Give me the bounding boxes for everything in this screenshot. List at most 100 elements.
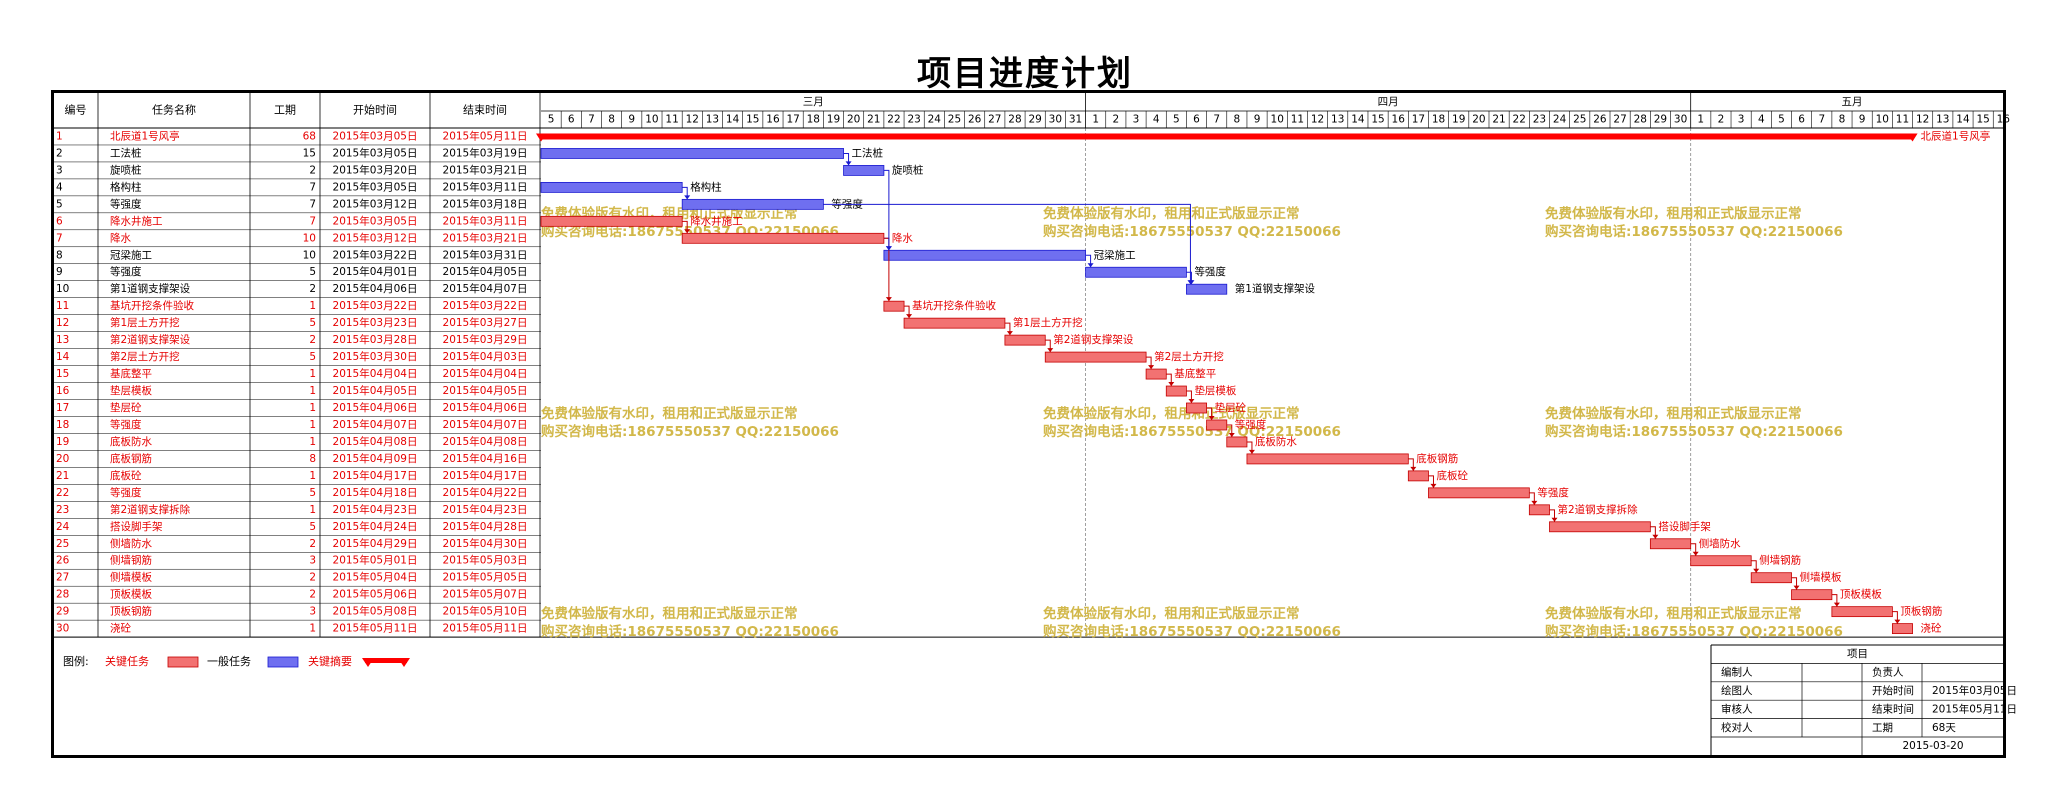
day-tick-label: 7 xyxy=(1213,114,1220,126)
task-start-cell: 2015年03月05日 xyxy=(333,146,418,159)
day-tick-label: 10 xyxy=(645,114,658,126)
bar-label: 侧墙钢筋 xyxy=(1759,554,1801,567)
task-name-cell: 侧墙防水 xyxy=(110,537,152,550)
dependency-arrow xyxy=(1148,365,1155,370)
task-duration-cell: 1 xyxy=(309,419,316,431)
dependency-arrow xyxy=(845,161,852,166)
normal-task-bar xyxy=(540,181,683,193)
critical-task-bar xyxy=(1226,436,1248,448)
bar-label: 工法桩 xyxy=(852,146,884,159)
task-end-cell: 2015年04月17日 xyxy=(443,469,528,482)
task-end-cell: 2015年03月18日 xyxy=(443,197,528,210)
bar-label: 侧墙防水 xyxy=(1699,537,1741,550)
task-id-cell: 25 xyxy=(56,538,69,550)
normal-task-bar xyxy=(1085,266,1187,278)
bar-label: 降水井施工 xyxy=(690,214,743,227)
day-tick-label: 25 xyxy=(948,114,961,126)
bar-label: 降水 xyxy=(892,231,913,244)
day-tick-label: 16 xyxy=(766,114,780,126)
task-duration-cell: 1 xyxy=(309,402,316,414)
dependency-arrow xyxy=(1248,449,1255,454)
critical-task-bar xyxy=(540,215,683,227)
day-tick-label: 28 xyxy=(1008,114,1021,126)
task-start-cell: 2015年04月17日 xyxy=(333,469,418,482)
task-start-cell: 2015年05月06日 xyxy=(333,588,418,601)
info-table-cell: 绘图人 xyxy=(1721,684,1753,697)
header-id: 编号 xyxy=(65,103,87,117)
watermark-line-2: 购买咨询电话:18675550537 QQ:22150066 xyxy=(541,623,839,640)
day-tick-label: 23 xyxy=(907,114,920,126)
task-name-cell: 底板砼 xyxy=(110,469,142,482)
dependency-arrow xyxy=(1833,602,1840,607)
normal-task-bar xyxy=(681,198,824,210)
legend-normal-label: 一般任务 xyxy=(207,655,251,668)
task-duration-cell: 10 xyxy=(303,232,316,244)
day-tick-label: 5 xyxy=(548,114,555,126)
task-id-cell: 18 xyxy=(56,419,69,431)
task-id-cell: 15 xyxy=(56,368,69,380)
task-start-cell: 2015年04月04日 xyxy=(333,367,418,380)
bar-label: 第2层土方开挖 xyxy=(1154,350,1224,363)
task-name-cell: 第2层土方开挖 xyxy=(110,350,180,363)
task-name-cell: 北辰道1号风亭 xyxy=(110,129,180,142)
dependency-arrow xyxy=(1188,399,1195,404)
task-duration-cell: 7 xyxy=(309,181,316,193)
watermark-line-2: 购买咨询电话:18675550537 QQ:22150066 xyxy=(1043,423,1341,440)
day-tick-label: 21 xyxy=(1492,114,1505,126)
task-id-cell: 9 xyxy=(56,266,63,278)
critical-task-bar xyxy=(1186,402,1208,414)
day-tick-label: 4 xyxy=(1153,114,1160,126)
task-name-cell: 旋喷桩 xyxy=(110,163,142,176)
task-duration-cell: 8 xyxy=(309,453,316,465)
task-start-cell: 2015年04月29日 xyxy=(333,537,418,550)
task-end-cell: 2015年05月07日 xyxy=(443,588,528,601)
task-duration-cell: 5 xyxy=(309,317,316,329)
bar-label: 侧墙模板 xyxy=(1800,571,1842,584)
task-duration-cell: 7 xyxy=(309,198,316,210)
bar-label: 旋喷桩 xyxy=(892,163,924,176)
day-tick-label: 23 xyxy=(1533,114,1546,126)
dependency-arrow xyxy=(1894,619,1901,624)
day-tick-label: 6 xyxy=(1798,114,1805,126)
task-end-cell: 2015年04月06日 xyxy=(443,401,528,414)
info-table-cell: 结束时间 xyxy=(1872,702,1914,715)
legend-normal-swatch xyxy=(267,656,299,668)
day-tick-label: 25 xyxy=(1573,114,1586,126)
info-table-cell: 审核人 xyxy=(1721,702,1753,715)
task-id-cell: 1 xyxy=(56,130,63,142)
day-tick-label: 17 xyxy=(1412,114,1425,126)
watermark-line-1: 免费体验版有水印，租用和正式版显示正常 xyxy=(1545,205,1802,222)
task-name-cell: 侧墙模板 xyxy=(110,571,152,584)
day-tick-label: 8 xyxy=(1839,114,1846,126)
task-start-cell: 2015年04月07日 xyxy=(333,418,418,431)
task-start-cell: 2015年03月05日 xyxy=(333,129,418,142)
task-id-cell: 24 xyxy=(56,521,70,533)
day-tick-label: 12 xyxy=(686,114,699,126)
dependency-arrow xyxy=(1006,331,1013,336)
info-table-cell: 工期 xyxy=(1872,722,1893,734)
task-start-cell: 2015年05月11日 xyxy=(333,622,418,635)
watermark-line-2: 购买咨询电话:18675550537 QQ:22150066 xyxy=(1545,423,1843,440)
day-tick-label: 5 xyxy=(1778,114,1785,126)
task-end-cell: 2015年04月08日 xyxy=(443,435,528,448)
day-tick-label: 6 xyxy=(568,114,575,126)
day-tick-label: 28 xyxy=(1634,114,1647,126)
watermark-line-1: 免费体验版有水印，租用和正式版显示正常 xyxy=(1043,405,1300,422)
day-tick-label: 24 xyxy=(1553,114,1567,126)
task-id-cell: 29 xyxy=(56,606,69,618)
bar-label: 垫层砼 xyxy=(1215,401,1247,414)
day-tick-label: 24 xyxy=(928,114,942,126)
watermark-line-1: 免费体验版有水印，租用和正式版显示正常 xyxy=(1545,605,1802,622)
task-name-cell: 第1道钢支撑架设 xyxy=(110,282,191,295)
watermark-line-1: 免费体验版有水印，租用和正式版显示正常 xyxy=(1545,405,1802,422)
critical-task-bar xyxy=(1145,368,1167,380)
bar-label: 第1道钢支撑架设 xyxy=(1235,282,1316,295)
dependency-arrow xyxy=(1228,432,1235,437)
task-end-cell: 2015年03月19日 xyxy=(443,146,528,159)
day-tick-label: 11 xyxy=(1896,114,1909,126)
critical-task-bar xyxy=(1044,351,1147,363)
day-tick-label: 30 xyxy=(1049,114,1062,126)
task-name-cell: 等强度 xyxy=(110,486,142,499)
task-id-cell: 10 xyxy=(56,283,69,295)
